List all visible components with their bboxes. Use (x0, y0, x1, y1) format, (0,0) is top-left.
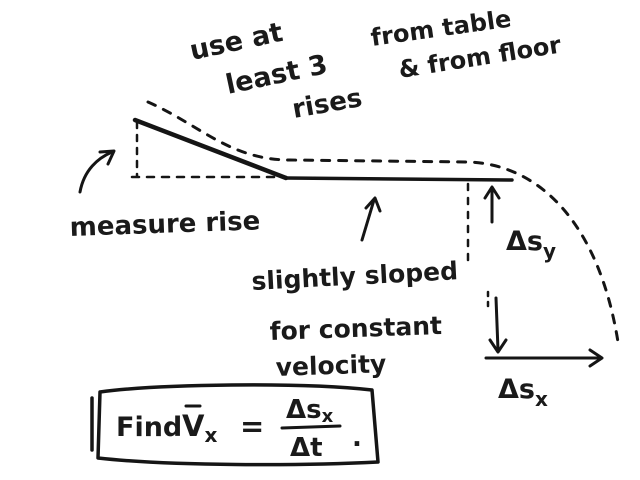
note-rises: rises (290, 83, 364, 125)
formula-vx: Vx (182, 409, 217, 447)
delta-sx-arrowhead (588, 348, 604, 368)
formula-equals: = (240, 409, 264, 443)
ramp-line (132, 117, 289, 181)
formula-period: . (352, 423, 362, 453)
delta-sy-down-arrow (494, 296, 500, 352)
sloped-table-arrowhead (364, 196, 382, 213)
formula-fraction-bar (280, 424, 342, 430)
formula-denominator: Δt (290, 433, 323, 463)
label-delta-sx: Δsx (498, 374, 548, 411)
delta-sy-up-arrowhead (483, 185, 501, 200)
measure-rise-arrowhead (98, 149, 116, 166)
label-delta-sy: Δsy (506, 226, 556, 263)
measure-rise-arrow (78, 150, 114, 194)
formula-box (96, 383, 380, 467)
delta-sy-down-arrowhead (488, 338, 508, 354)
note-for-constant: for constant (269, 311, 442, 346)
note-velocity: velocity (275, 349, 387, 382)
sloped-table-arrow (360, 198, 376, 242)
trajectory-dashed (146, 100, 620, 344)
formula-numerator: Δsx (286, 395, 334, 427)
formula-find: Find (116, 412, 182, 443)
table-line (284, 176, 514, 182)
note-measure-rise: measure rise (69, 206, 261, 243)
note-slightly-sloped: slightly sloped (251, 256, 459, 296)
